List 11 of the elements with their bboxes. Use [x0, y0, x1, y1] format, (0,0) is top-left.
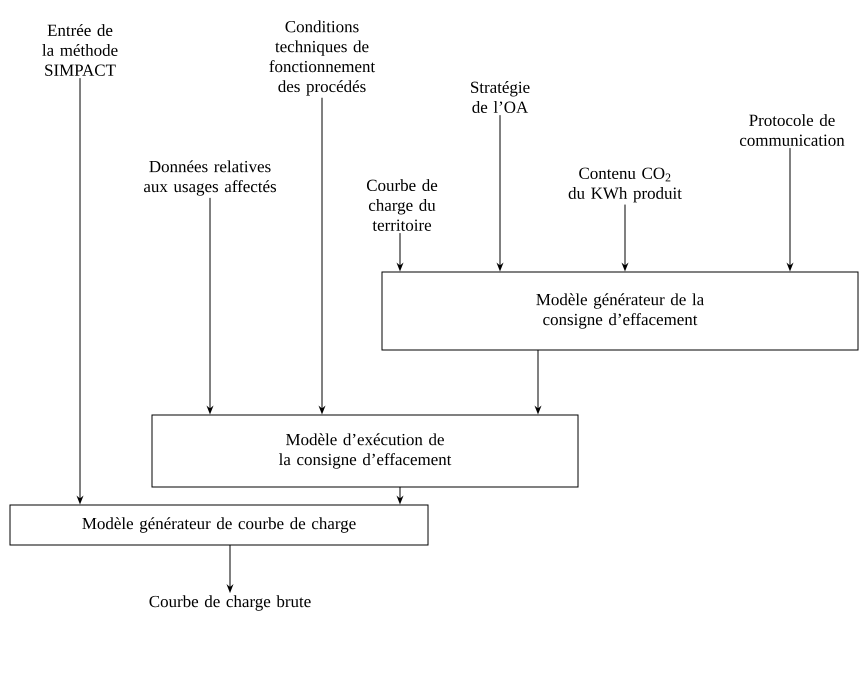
input-label: Entrée de la méthode SIMPACT — [42, 24, 118, 76]
process-box: Modèle générateur de la consigne d’effacement — [382, 272, 858, 350]
input-label: Protocole de communication — [740, 114, 844, 146]
process-box: Modèle d’exécution de la consigne d’effacement — [152, 414, 578, 488]
input-label: Stratégie de l’OA — [471, 81, 530, 113]
input-label: Courbe de charge brute — [150, 595, 311, 611]
process-box: Modèle générateur de courbe de charge — [10, 504, 428, 546]
input-label: Données relatives aux usages affectés — [144, 160, 276, 196]
input-label: Conditions techniques de fonctionnement des procédés — [269, 20, 376, 96]
input-label: Courbe de charge du territoire — [366, 179, 438, 231]
input-label: Contenu CO$_{2}$ du KWh produit — [568, 168, 682, 202]
